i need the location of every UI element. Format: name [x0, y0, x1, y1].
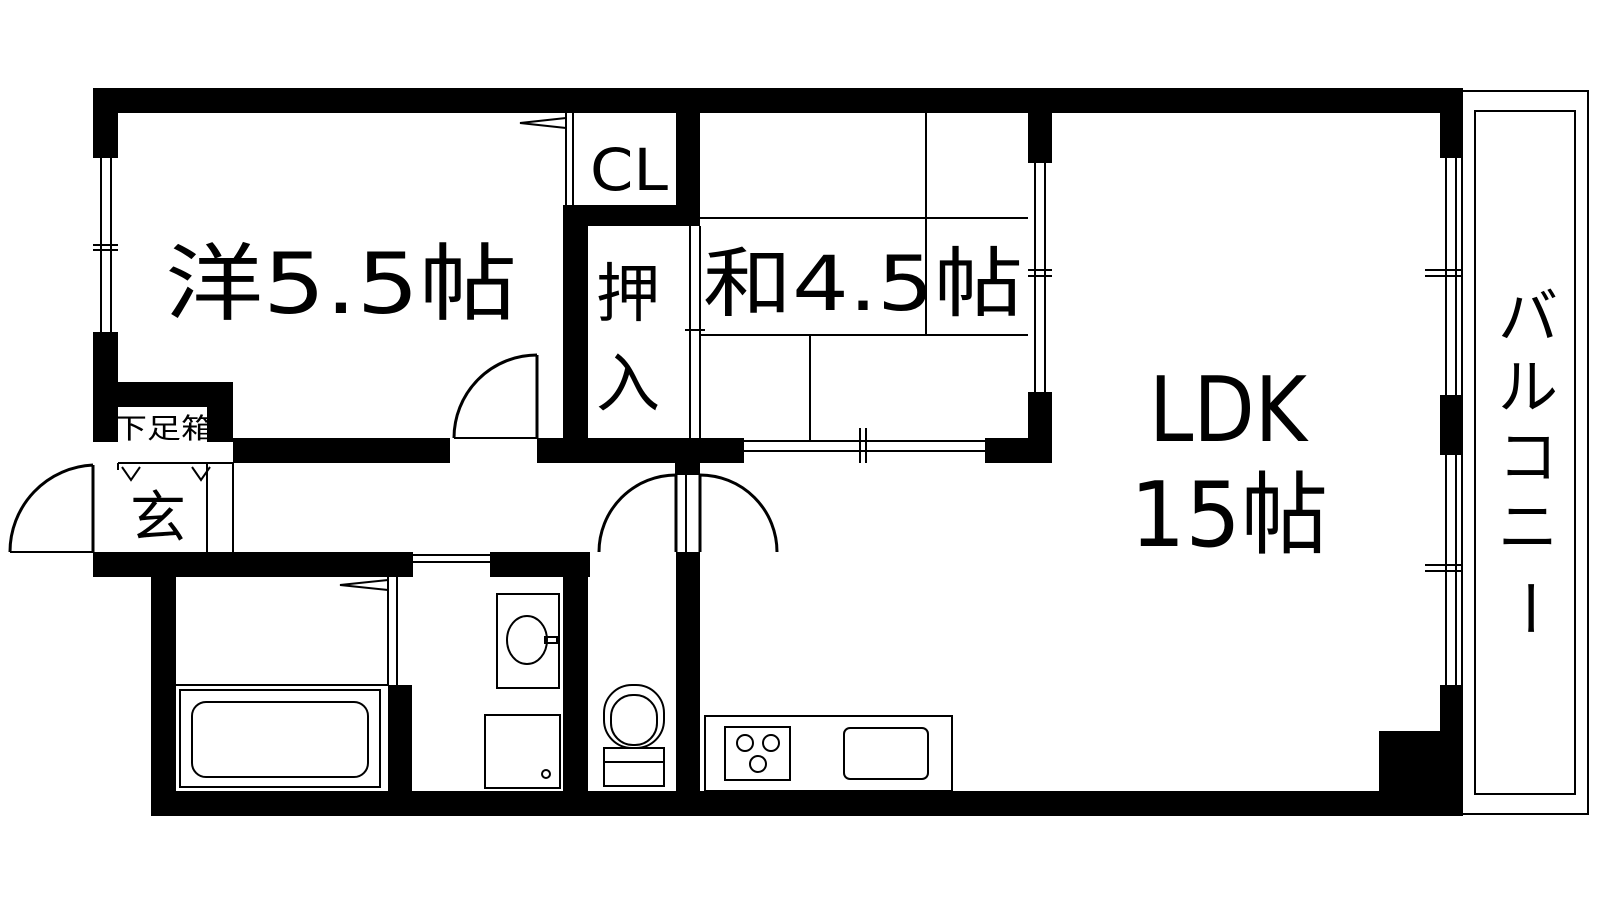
toilet [603, 684, 665, 787]
entrance-label: 玄 [130, 486, 186, 551]
shoe-cabinet-label: 下足箱 [113, 412, 215, 445]
room-labels: 洋5.5帖 和4.5帖 CL 押 入 LDK 15帖 下足箱 玄 バ ル コ ニ… [113, 136, 1563, 638]
oshiire-label-bottom: 入 [596, 348, 660, 422]
ldk-label-line1: LDK [1149, 358, 1309, 463]
balcony-label-2: ル [1498, 353, 1558, 423]
washing-machine-pan [484, 714, 561, 789]
ldk-label-line2: 15帖 [1130, 463, 1328, 568]
washbasin [496, 593, 560, 689]
balcony-label-4: ニ [1498, 493, 1558, 563]
walls [93, 88, 1463, 816]
oshiire-label-top: 押 [596, 258, 660, 332]
balcony-label-1: バ [1498, 283, 1558, 353]
western-room-label: 洋5.5帖 [165, 235, 517, 333]
kitchen-counter [704, 715, 953, 792]
japanese-room-label: 和4.5帖 [703, 239, 1023, 328]
closet-label: CL [590, 136, 668, 204]
balcony-label-3: コ [1498, 423, 1558, 493]
windows [93, 158, 1463, 685]
bathtub [179, 689, 381, 788]
door-swings [8, 353, 779, 553]
balcony-label-5: ー [1493, 578, 1563, 638]
partitions [117, 113, 1028, 686]
